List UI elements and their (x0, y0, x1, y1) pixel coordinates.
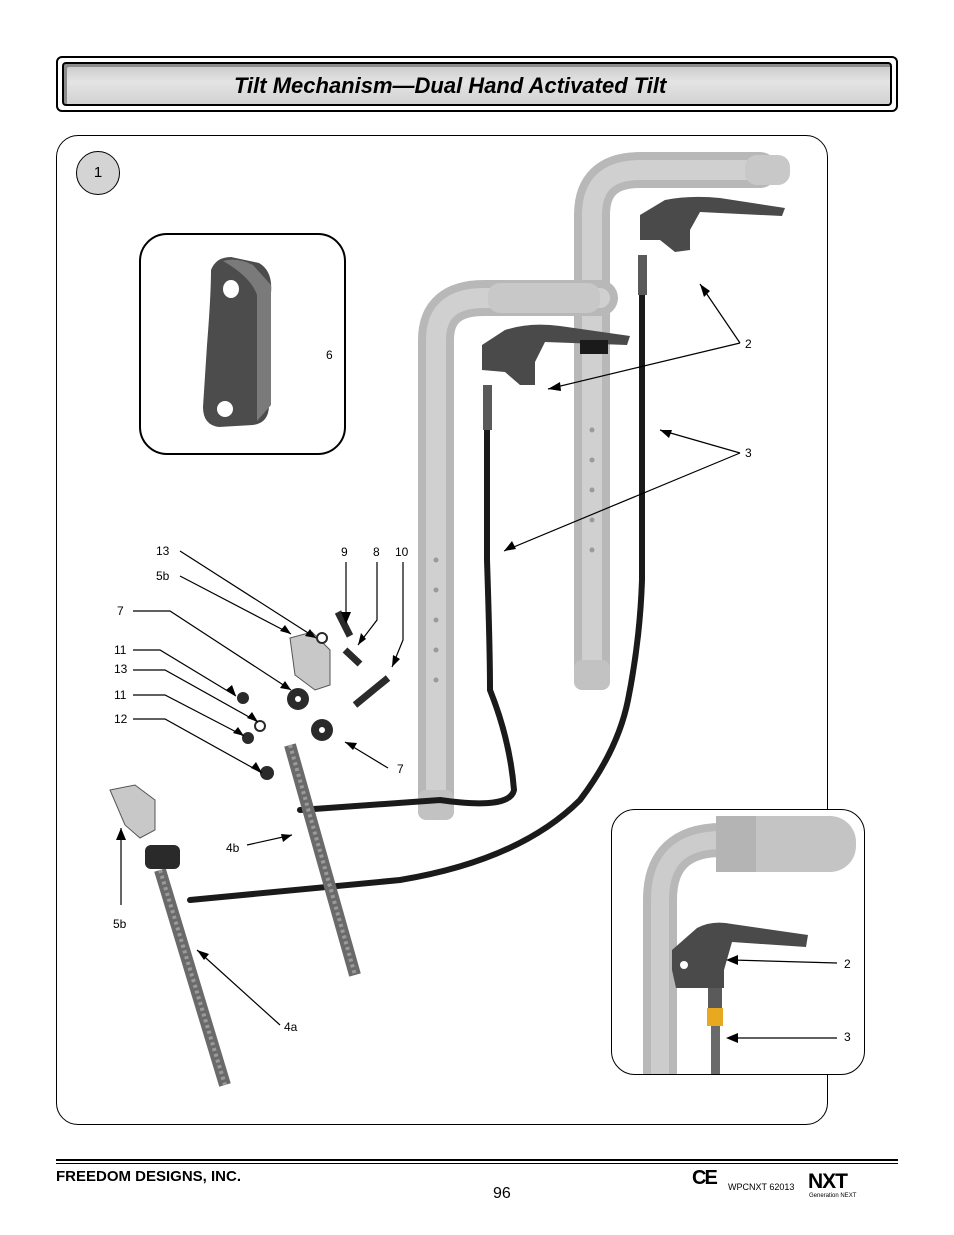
callout-9: 9 (341, 545, 348, 559)
callout-2: 2 (745, 337, 752, 351)
callout-6: 6 (326, 348, 333, 362)
title-banner-inner: Tilt Mechanism—Dual Hand Activated Tilt (62, 62, 892, 106)
callout-11-b: 11 (114, 688, 127, 702)
nxt-logo-subtext: Generation NEXT (809, 1193, 857, 1199)
callout-7-right: 7 (397, 762, 404, 776)
front-frame-end (418, 790, 454, 820)
back-frame-tube-rear (574, 152, 790, 683)
nxt-logo: NXT Generation NEXT (808, 1171, 858, 1203)
callout-13-mid: 13 (114, 662, 128, 676)
callout-11-a: 11 (114, 643, 127, 657)
page-title: Tilt Mechanism—Dual Hand Activated Tilt (234, 73, 667, 98)
callout-4a: 4a (284, 1020, 298, 1034)
callout-13-top: 13 (156, 544, 170, 558)
cable-end-upper (638, 255, 647, 295)
callout-7-left: 7 (117, 604, 124, 618)
link-plate-illustration (203, 257, 272, 427)
callout-3: 3 (745, 446, 752, 460)
footer-company-name: FREEDOM DESIGNS, INC. (56, 1168, 242, 1185)
frame-adjust-holes (433, 427, 595, 683)
inset-detail-link: 6 (139, 233, 346, 455)
ce-mark-icon: CE (692, 1167, 718, 1189)
leader-arrowheads (116, 284, 710, 960)
tilt-handle-upper (640, 196, 785, 252)
title-banner: Tilt Mechanism—Dual Hand Activated Tilt (56, 56, 898, 112)
document-code: WPCNXT 62013 (728, 1182, 795, 1192)
figure-frame (56, 135, 828, 1125)
clamp-lower (145, 845, 180, 869)
callout-10: 10 (395, 545, 409, 559)
back-frame-tube-front (418, 280, 618, 818)
tilt-rod-4a (154, 868, 231, 1087)
callout-5b-bottom: 5b (113, 917, 127, 931)
callout-2-inset: 2 (844, 957, 851, 971)
footer-rule-thin (56, 1163, 898, 1164)
page-number: 96 (493, 1185, 511, 1202)
footer-rule-thick (56, 1159, 898, 1161)
cable-end-lower (483, 385, 492, 430)
inset-detail-handle: 2 3 (611, 809, 865, 1075)
release-cables (187, 292, 645, 903)
handle-detail-illustration (643, 816, 856, 1074)
callout-8: 8 (373, 545, 380, 559)
rear-frame-end (574, 660, 610, 690)
step-number-badge: 1 (76, 151, 120, 195)
callout-5b-top: 5b (156, 569, 170, 583)
hardware-stack (237, 610, 391, 780)
nxt-logo-text: NXT (808, 1170, 848, 1193)
tilt-handle-lower (482, 324, 630, 385)
callout-12: 12 (114, 712, 128, 726)
callout-4b: 4b (226, 841, 240, 855)
callout-3-inset: 3 (844, 1030, 851, 1044)
bracket-5b-lower (109, 784, 156, 839)
tilt-rod-4b (284, 743, 361, 977)
